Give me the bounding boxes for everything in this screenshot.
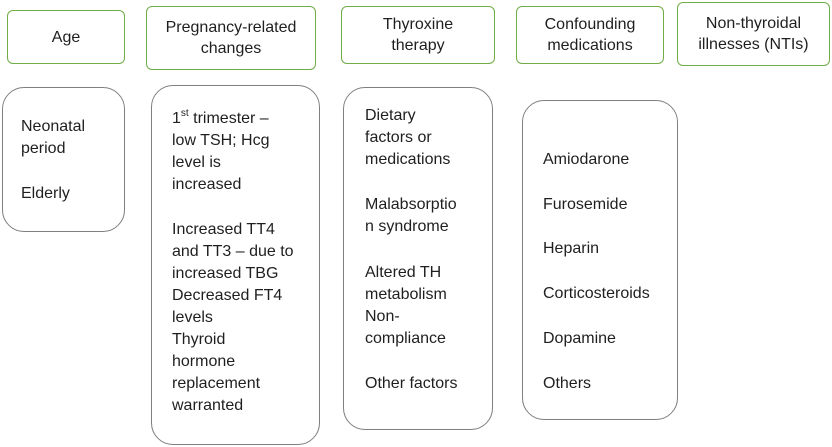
pregnancy-item-first-trimester-text: trimester – low TSH; Hcg level is increa… — [172, 110, 270, 193]
medication-item-furosemide: Furosemide — [543, 196, 628, 213]
box-age — [2, 87, 125, 232]
pregnancy-item-first-trimester-number: 1 — [172, 110, 181, 127]
thyroxine-item-other: Other factors — [365, 375, 458, 392]
header-age: Age — [7, 10, 125, 64]
header-pregnancy: Pregnancy-related changes — [146, 6, 316, 70]
medication-item-others: Others — [543, 375, 592, 392]
header-thyroxine-label: Thyroxine therapy — [382, 16, 454, 54]
header-confounding-label: Confounding medications — [544, 16, 636, 54]
header-nti: Non-thyroidal illnesses (NTIs) — [677, 2, 830, 66]
box-confounding — [522, 100, 678, 420]
medication-item-corticosteroids: Corticosteroids — [543, 285, 650, 302]
medication-item-amiodarone: Amiodarone — [543, 151, 630, 168]
header-nti-label: Non-thyroidal illnesses (NTIs) — [698, 15, 809, 53]
thyroxine-item-metabolism: Altered TH metabolism Non- compliance — [365, 264, 447, 347]
age-item-neonatal: Neonatal period — [21, 118, 86, 157]
thyroxine-item-dietary: Dietary factors or medications — [365, 107, 451, 168]
header-pregnancy-label: Pregnancy-related changes — [165, 19, 297, 57]
medication-item-heparin: Heparin — [543, 240, 600, 257]
header-thyroxine: Thyroxine therapy — [341, 6, 495, 64]
pregnancy-item-first-trimester-suffix: st — [180, 107, 189, 119]
header-age-label: Age — [51, 28, 81, 46]
box-thyroxine — [343, 87, 493, 430]
box-pregnancy — [151, 85, 320, 445]
thyroxine-item-malabsorption: Malabsorptio n syndrome — [365, 196, 457, 235]
pregnancy-item-first-trimester: 1st trimester – low TSH; Hcg level is in… — [172, 108, 270, 196]
pregnancy-item-hormone-changes: Increased TT4 and TT3 – due to increased… — [172, 221, 294, 414]
medication-item-dopamine: Dopamine — [543, 330, 616, 347]
age-item-elderly: Elderly — [21, 185, 70, 202]
header-confounding: Confounding medications — [516, 6, 664, 64]
